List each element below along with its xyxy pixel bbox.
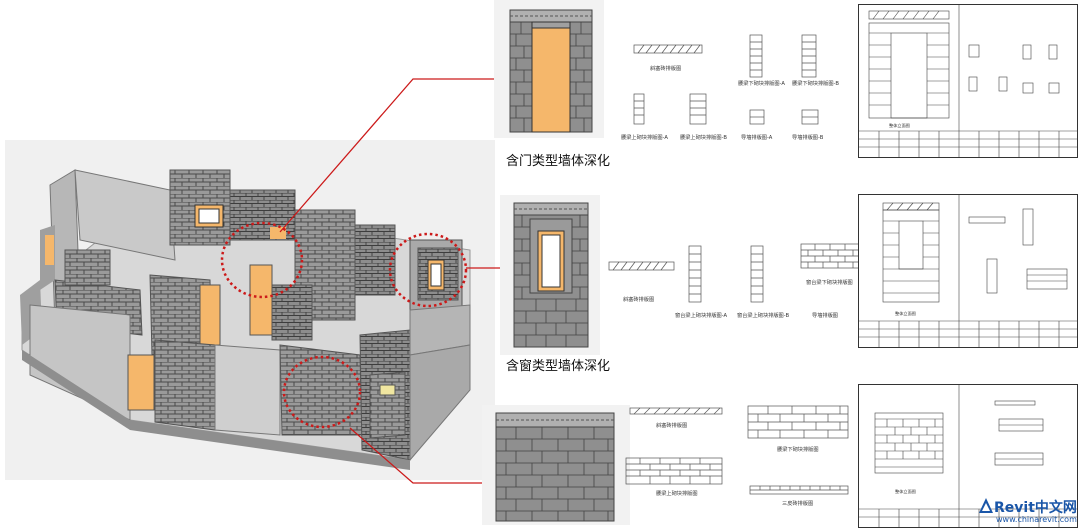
watermark-brand: Revit中文网 <box>994 500 1077 516</box>
plain-wall-highlight-circle <box>282 355 362 429</box>
row3-top-brick-label: 斜塞砖排版图 <box>656 423 688 429</box>
row3-three-skin-label: 三皮砖排版图 <box>782 501 814 507</box>
revit-watermark: Revit中文网 www.chinarevit.com <box>979 497 1089 528</box>
row1-detail-drawings <box>633 34 819 125</box>
window-wall-render <box>500 195 600 355</box>
row1-lintel-lower-b-label: 腰梁下砌块排版图-B <box>792 81 839 87</box>
row1-top-brick-label: 斜塞砖排版图 <box>650 66 682 72</box>
row2-top-brick-label: 斜塞砖排版图 <box>623 297 655 303</box>
row2-guide-label: 导墙排版图 <box>812 313 838 319</box>
row3-detail-drawings <box>625 405 849 495</box>
building-3d-model <box>5 140 495 480</box>
row2-detail-drawings <box>608 243 860 303</box>
window-wall-caption: 含窗类型墙体深化 <box>506 359 611 374</box>
row2-sill-lower-label: 窗台梁下砌块排版图 <box>806 280 853 286</box>
door-highlight-circle <box>220 221 304 299</box>
row1-lintel-lower-a-label: 腰梁下砌块排版图-A <box>738 81 785 87</box>
row1-lintel-upper-a-label: 腰梁上砌块排版图-A <box>621 135 668 141</box>
door-wall-caption: 含门类型墙体深化 <box>506 154 611 169</box>
row2-sheet-title: 整体立面图 <box>895 311 916 316</box>
row1-guide-b-label: 导墙排版图-B <box>792 135 824 141</box>
row2-drawing-sheet: 整体立面图 <box>858 194 1078 348</box>
revit-logo-icon <box>979 498 993 513</box>
watermark-url: www.chinarevit.com <box>996 515 1077 524</box>
row1-sheet-title: 整体立面图 <box>889 123 910 128</box>
row2-sill-upper-b-label: 窗台梁上砌块排版图-B <box>737 313 790 319</box>
plain-wall-render <box>482 405 630 525</box>
door-wall-render <box>494 0 604 138</box>
row3-sheet-title: 整体立面图 <box>895 489 916 494</box>
row3-drawing-sheet: 整体立面图 <box>858 384 1078 528</box>
row3-lintel-lower-label: 腰梁下砌块排版图 <box>777 447 819 453</box>
row2-sill-upper-a-label: 窗台梁上砌块排版图-A <box>675 313 728 319</box>
row3-lintel-upper-label: 腰梁上砌块排版图 <box>656 491 698 497</box>
row1-lintel-upper-b-label: 腰梁上砌块排版图-B <box>680 135 727 141</box>
window-highlight-circle <box>388 232 468 308</box>
row1-guide-a-label: 导墙排版图-A <box>741 135 773 141</box>
row1-drawing-sheet: 整体立面图 <box>858 4 1078 158</box>
